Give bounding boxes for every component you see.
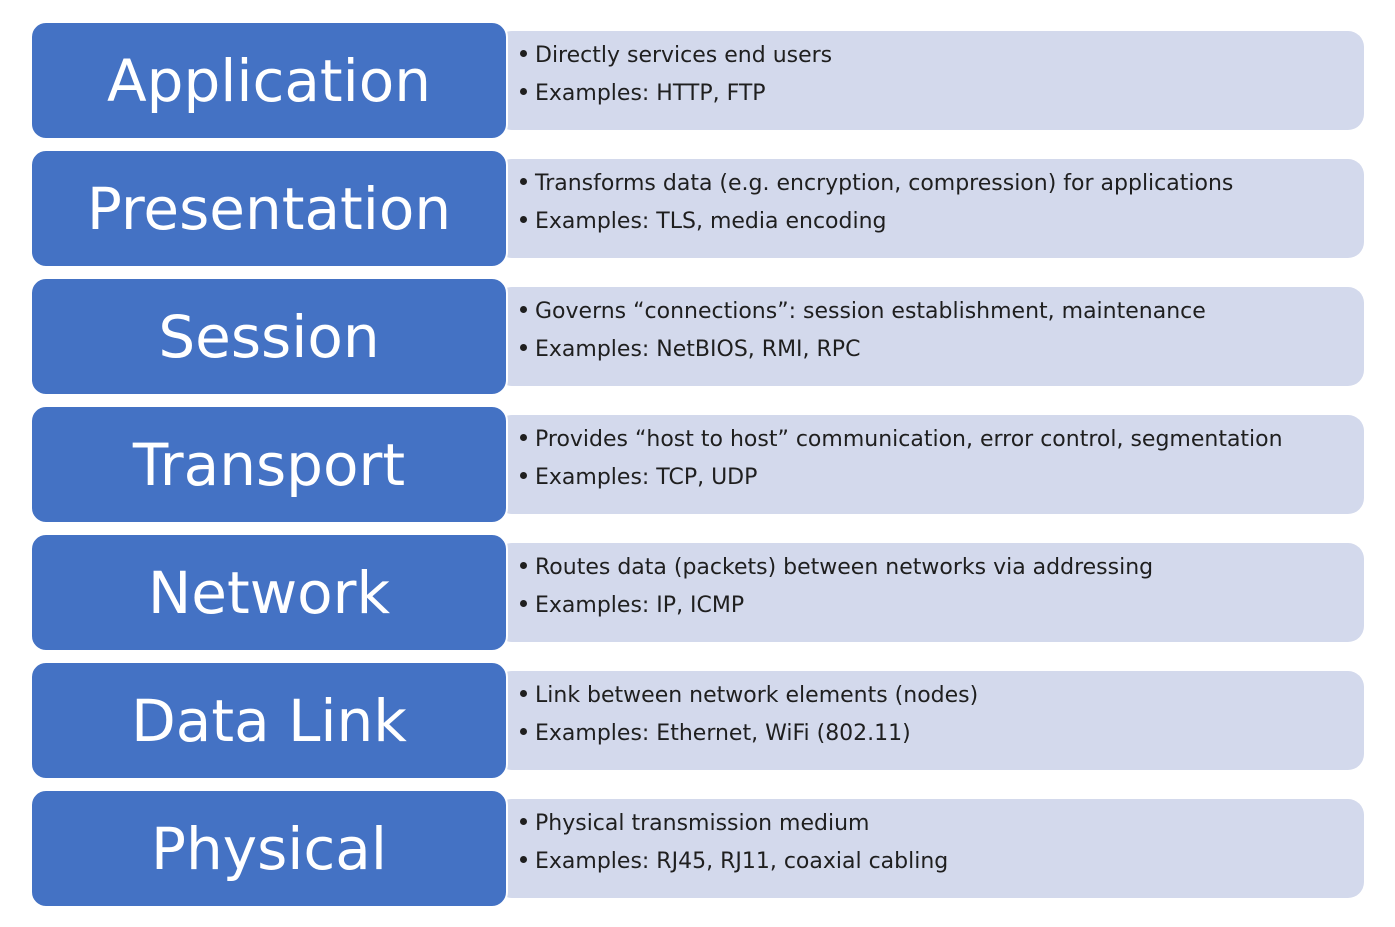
bullet-dot-icon (520, 216, 527, 223)
layer-name: Network (147, 558, 391, 627)
layer-description-panel: Directly services end users Examples: HT… (496, 31, 1364, 130)
layer-description-panel: Transforms data (e.g. encryption, compre… (496, 159, 1364, 258)
bullet-item: Physical transmission medium (520, 811, 1364, 849)
layer-box: Presentation (30, 149, 508, 268)
bullet-item: Provides “host to host” communication, e… (520, 427, 1364, 465)
layer-row-network: Routes data (packets) between networks v… (0, 533, 1395, 653)
bullet-text: Examples: TCP, UDP (535, 465, 758, 490)
bullet-item: Governs “connections”: session establish… (520, 299, 1364, 337)
layer-box: Physical (30, 789, 508, 908)
bullet-dot-icon (520, 728, 527, 735)
bullet-item: Examples: IP, ICMP (520, 593, 1364, 631)
layer-name: Data Link (131, 686, 407, 755)
bullet-text: Transforms data (e.g. encryption, compre… (535, 171, 1234, 196)
bullet-item: Examples: NetBIOS, RMI, RPC (520, 337, 1364, 375)
bullet-dot-icon (520, 306, 527, 313)
bullet-item: Link between network elements (nodes) (520, 683, 1364, 721)
layer-box: Data Link (30, 661, 508, 780)
bullet-item: Examples: Ethernet, WiFi (802.11) (520, 721, 1364, 759)
bullet-item: Examples: HTTP, FTP (520, 81, 1364, 119)
layer-name: Session (158, 302, 380, 371)
layer-row-session: Governs “connections”: session establish… (0, 277, 1395, 397)
bullet-dot-icon (520, 178, 527, 185)
layer-description-panel: Link between network elements (nodes) Ex… (496, 671, 1364, 770)
layer-row-data-link: Link between network elements (nodes) Ex… (0, 661, 1395, 781)
bullet-text: Physical transmission medium (535, 811, 870, 836)
bullet-text: Examples: TLS, media encoding (535, 209, 887, 234)
bullet-text: Examples: NetBIOS, RMI, RPC (535, 337, 861, 362)
bullet-item: Examples: TLS, media encoding (520, 209, 1364, 247)
bullet-item: Examples: RJ45, RJ11, coaxial cabling (520, 849, 1364, 887)
layer-description-panel: Routes data (packets) between networks v… (496, 543, 1364, 642)
layer-name: Application (106, 46, 432, 115)
layer-description-panel: Physical transmission medium Examples: R… (496, 799, 1364, 898)
bullet-text: Provides “host to host” communication, e… (535, 427, 1283, 452)
layer-box: Network (30, 533, 508, 652)
bullet-dot-icon (520, 344, 527, 351)
bullet-text: Routes data (packets) between networks v… (535, 555, 1154, 580)
bullet-text: Directly services end users (535, 43, 833, 68)
bullet-item: Directly services end users (520, 43, 1364, 81)
layer-box: Transport (30, 405, 508, 524)
bullet-item: Examples: TCP, UDP (520, 465, 1364, 503)
layer-description-panel: Governs “connections”: session establish… (496, 287, 1364, 386)
layer-name: Physical (151, 814, 387, 883)
layer-name: Transport (132, 430, 406, 499)
bullet-dot-icon (520, 434, 527, 441)
bullet-dot-icon (520, 856, 527, 863)
bullet-text: Governs “connections”: session establish… (535, 299, 1206, 324)
bullet-dot-icon (520, 600, 527, 607)
bullet-text: Examples: HTTP, FTP (535, 81, 766, 106)
layer-box: Session (30, 277, 508, 396)
bullet-text: Examples: Ethernet, WiFi (802.11) (535, 721, 911, 746)
layer-name: Presentation (86, 174, 452, 243)
bullet-dot-icon (520, 818, 527, 825)
bullet-text: Examples: IP, ICMP (535, 593, 745, 618)
layer-description-panel: Provides “host to host” communication, e… (496, 415, 1364, 514)
bullet-text: Link between network elements (nodes) (535, 683, 979, 708)
layer-row-transport: Provides “host to host” communication, e… (0, 405, 1395, 525)
bullet-dot-icon (520, 472, 527, 479)
bullet-dot-icon (520, 690, 527, 697)
bullet-dot-icon (520, 562, 527, 569)
bullet-text: Examples: RJ45, RJ11, coaxial cabling (535, 849, 949, 874)
layer-row-presentation: Transforms data (e.g. encryption, compre… (0, 149, 1395, 269)
bullet-dot-icon (520, 88, 527, 95)
bullet-dot-icon (520, 50, 527, 57)
layer-box: Application (30, 21, 508, 140)
bullet-item: Routes data (packets) between networks v… (520, 555, 1364, 593)
bullet-item: Transforms data (e.g. encryption, compre… (520, 171, 1364, 209)
layer-row-application: Directly services end users Examples: HT… (0, 21, 1395, 141)
layer-row-physical: Physical transmission medium Examples: R… (0, 789, 1395, 909)
